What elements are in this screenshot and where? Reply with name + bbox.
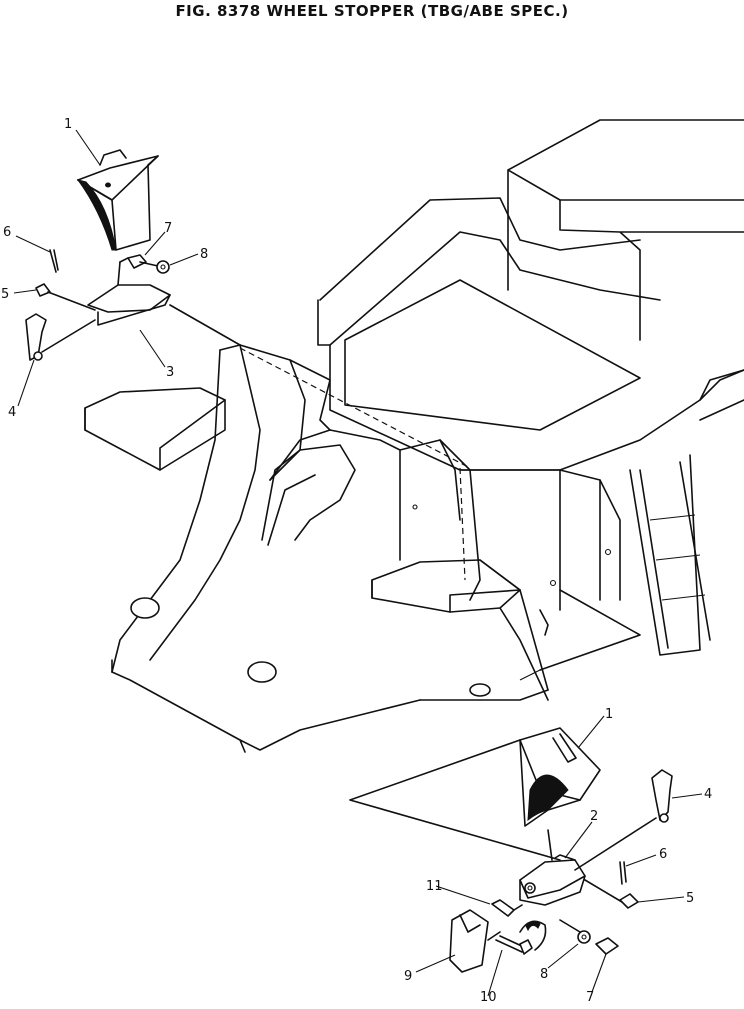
part-5-pin-top [35, 283, 51, 297]
figure-title: FIG. 8378 WHEEL STOPPER (TBG/ABE SPEC.) [175, 2, 569, 20]
part-1-wheel-chock-top [77, 155, 159, 251]
part-4-latch-bottom [651, 769, 673, 821]
part-7-bolt-bottom [595, 937, 619, 955]
callout-7-top: 7 [164, 221, 172, 236]
callout-5-bottom: 5 [686, 891, 694, 906]
callout-4-top: 4 [8, 405, 16, 420]
callout-9-bottom: 9 [404, 969, 412, 984]
callout-7-bottom: 7 [586, 990, 594, 1004]
callout-3-top: 3 [166, 365, 174, 380]
part-6-pin-bottom [619, 861, 627, 885]
callout-11-bottom: 11 [426, 879, 443, 894]
top-stopper-assembly [25, 149, 241, 361]
part-8-washer-bottom [577, 930, 591, 944]
part-8-washer-top [156, 260, 170, 274]
part-6-pin-top [49, 249, 59, 273]
part-9-sleeve [449, 909, 489, 973]
part-7-bolt-top [127, 254, 147, 269]
callout-1-bottom: 1 [605, 707, 613, 722]
part-4-latch-top [25, 313, 47, 361]
callout-8-top: 8 [200, 247, 208, 262]
callout-5-top: 5 [1, 287, 9, 302]
callout-6-top: 6 [3, 225, 11, 240]
callout-1-top: 1 [64, 117, 72, 132]
bottom-stopper-assembly [449, 727, 673, 973]
callout-numbers: 1 6 7 8 5 3 4 1 4 2 6 11 5 9 10 8 7 [1, 117, 712, 1005]
callout-6-bottom: 6 [659, 847, 667, 862]
part-11-roll-pin [491, 899, 515, 917]
callout-leaders [13, 129, 703, 997]
part-5-pin-bottom [619, 893, 639, 909]
loader-frame [84, 119, 744, 861]
callout-2-bottom: 2 [590, 809, 598, 824]
callout-10-bottom: 10 [480, 990, 497, 1004]
callout-4-bottom: 4 [704, 787, 712, 802]
callout-8-bottom: 8 [540, 967, 548, 982]
